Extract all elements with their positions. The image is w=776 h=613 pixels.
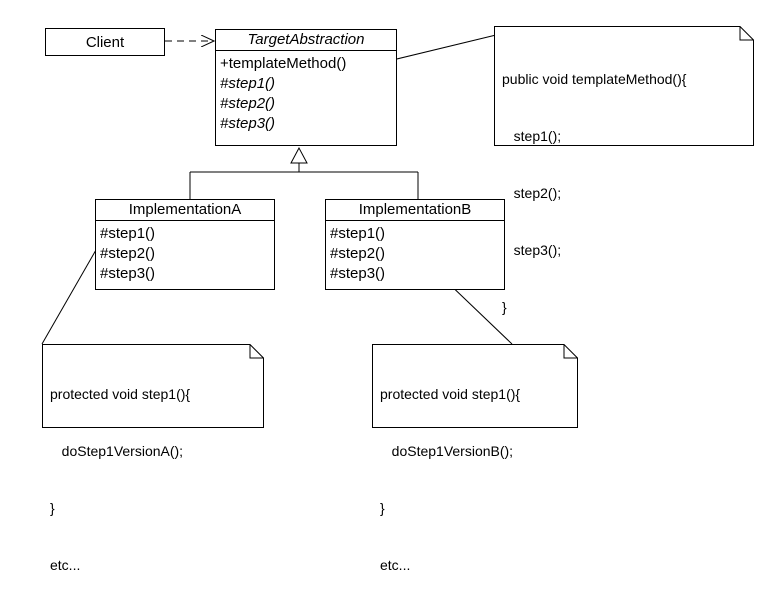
implementation-b-operations: #step1() #step2() #step3() bbox=[326, 221, 504, 284]
operation-template-method: +templateMethod() bbox=[220, 55, 347, 72]
note-line: } bbox=[502, 299, 507, 315]
client-class-name: Client bbox=[85, 33, 125, 51]
note-implementation-b: protected void step1(){ doStep1VersionB(… bbox=[372, 344, 578, 573]
note-implementation-a-text: protected void step1(){ doStep1VersionA(… bbox=[50, 347, 190, 613]
target-abstraction-name: TargetAbstraction bbox=[216, 30, 396, 51]
generalization-triangle bbox=[290, 146, 308, 164]
operation-step2: #step2() bbox=[220, 95, 276, 112]
note-template-method: public void templateMethod(){ step1(); s… bbox=[494, 26, 754, 315]
note-line: protected void step1(){ bbox=[380, 386, 521, 402]
note-anchor-a bbox=[41, 235, 105, 345]
note-line: protected void step1(){ bbox=[50, 386, 191, 402]
note-line: public void templateMethod(){ bbox=[502, 71, 687, 87]
operation-step3: #step3() bbox=[100, 265, 156, 282]
implementation-a-class[interactable]: ImplementationA #step1() #step2() #step3… bbox=[95, 199, 275, 290]
client-class[interactable]: Client bbox=[45, 28, 165, 56]
operation-step3: #step3() bbox=[330, 265, 386, 282]
note-line: etc... bbox=[50, 557, 81, 573]
operation-step3: #step3() bbox=[220, 115, 276, 132]
operation-step1: #step1() bbox=[220, 75, 276, 92]
operation-step2: #step2() bbox=[330, 245, 386, 262]
note-template-method-text: public void templateMethod(){ step1(); s… bbox=[502, 32, 686, 355]
note-line: etc... bbox=[380, 557, 411, 573]
implementation-b-class[interactable]: ImplementationB #step1() #step2() #step3… bbox=[325, 199, 505, 290]
note-line: doStep1VersionA(); bbox=[50, 443, 184, 459]
note-shape bbox=[42, 344, 264, 428]
operation-step1: #step1() bbox=[330, 225, 386, 242]
note-shape bbox=[372, 344, 578, 428]
note-line: } bbox=[50, 500, 55, 516]
operation-step2: #step2() bbox=[100, 245, 156, 262]
note-implementation-a: protected void step1(){ doStep1VersionA(… bbox=[42, 344, 264, 573]
implementation-a-name: ImplementationA bbox=[96, 200, 274, 221]
note-line: step3(); bbox=[502, 242, 562, 258]
target-abstraction-operations: +templateMethod() #step1() #step2() #ste… bbox=[216, 51, 396, 134]
operation-step1: #step1() bbox=[100, 225, 156, 242]
implementation-a-operations: #step1() #step2() #step3() bbox=[96, 221, 274, 284]
target-abstraction-class[interactable]: TargetAbstraction +templateMethod() #ste… bbox=[215, 29, 397, 146]
note-line: } bbox=[380, 500, 385, 516]
note-implementation-b-text: protected void step1(){ doStep1VersionB(… bbox=[380, 347, 520, 613]
implementation-b-name: ImplementationB bbox=[326, 200, 504, 221]
note-line: doStep1VersionB(); bbox=[380, 443, 514, 459]
note-line: step2(); bbox=[502, 185, 562, 201]
note-line: step1(); bbox=[502, 128, 562, 144]
note-shape bbox=[494, 26, 754, 146]
